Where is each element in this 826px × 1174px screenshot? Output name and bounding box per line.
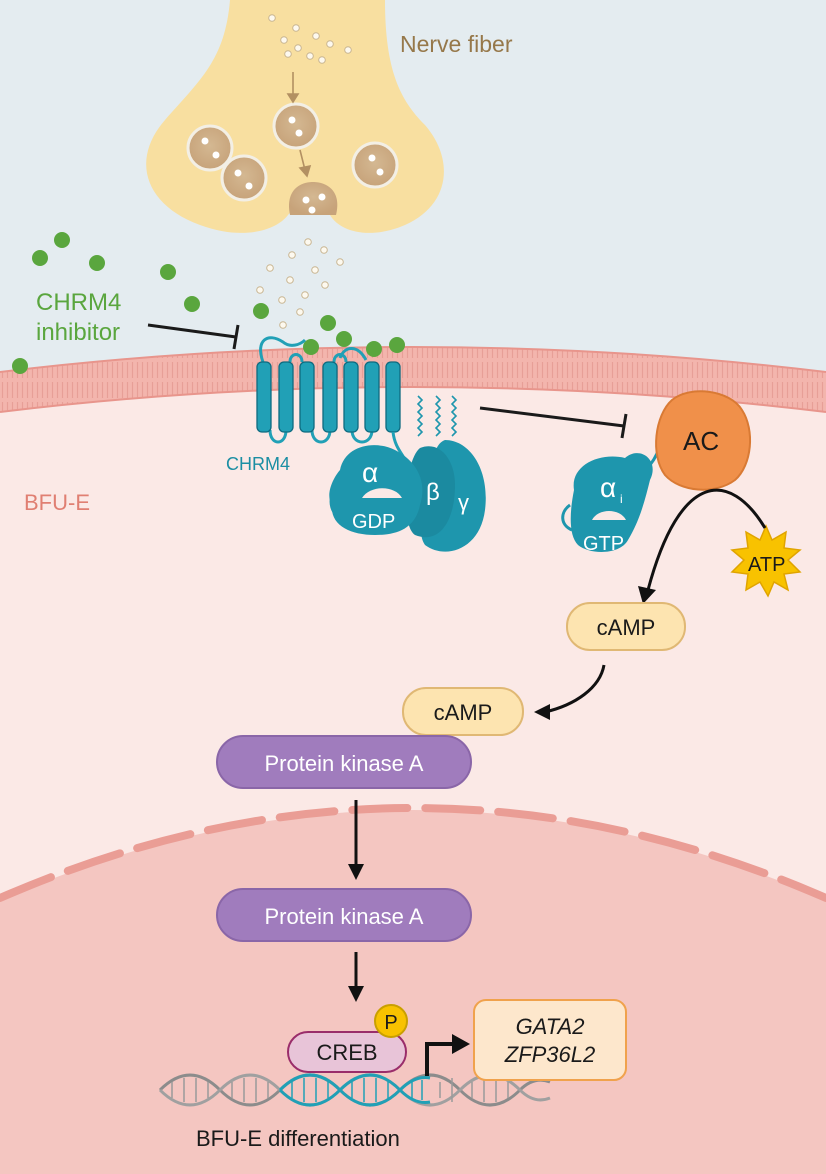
- inhibitor-arrow: [147, 323, 240, 350]
- synaptic-vesicles: [186, 102, 399, 215]
- target-genes-box: [473, 999, 627, 1081]
- chrm4-inhibitor-molecules: [12, 232, 405, 374]
- g-alpha-i-subscript: i: [620, 492, 623, 506]
- g-beta-subunit: [405, 446, 455, 538]
- g-beta-label: β: [426, 479, 440, 506]
- bfu-e-cell-label: BFU-E: [24, 490, 90, 515]
- g-alpha-label: α: [362, 457, 378, 488]
- membrane-lipids: [0, 347, 826, 412]
- atp-starburst: [730, 524, 802, 598]
- chrm4-receptor: [256, 336, 412, 471]
- adenylyl-cyclase: [655, 390, 752, 491]
- gtp-label: GTP: [583, 533, 624, 555]
- atp-to-camp-arrowhead: [638, 586, 656, 604]
- gdp-label: GDP: [352, 511, 395, 533]
- gi-inhibits-ac-arrow: [479, 406, 628, 439]
- nerve-fiber-label: Nerve fiber: [400, 31, 513, 57]
- gene-zfp36l2: ZFP36L2: [504, 1042, 596, 1067]
- pka-label-2: Protein kinase A: [265, 904, 424, 929]
- gprotein-lipid-anchors: [416, 395, 458, 437]
- g-gamma-label: γ: [458, 490, 469, 515]
- transcription-start-arrowhead: [452, 1034, 470, 1054]
- creb-label: CREB: [316, 1040, 377, 1065]
- chrm4-receptor-label: CHRM4: [226, 454, 290, 474]
- g-protein-heterotrimer: [329, 440, 486, 552]
- gene-gata2: GATA2: [516, 1014, 585, 1039]
- camp-pill-1: [566, 602, 686, 651]
- pka-pill-1: [216, 735, 472, 789]
- released-neurotransmitter: [256, 238, 344, 329]
- pka-label-1: Protein kinase A: [265, 751, 424, 776]
- chrm4-inhibitor-label-line2: inhibitor: [36, 319, 120, 346]
- chrm4-inhibitor-label-line1: CHRM4: [36, 289, 121, 316]
- camp-label-2: cAMP: [434, 700, 493, 725]
- g-alpha-i-label: α: [600, 472, 616, 503]
- atp-to-camp-arrow: [646, 488, 767, 591]
- phosphate-label: P: [384, 1012, 397, 1034]
- camp-to-pka-arrow: [544, 664, 606, 714]
- camp-pill-2: [402, 687, 524, 736]
- creb-pill: [287, 1031, 407, 1073]
- atp-label: ATP: [748, 554, 785, 576]
- outcome-label: BFU-E differentiation: [196, 1126, 400, 1151]
- pka-pill-2: [216, 888, 472, 942]
- transcription-start-arrow: [425, 1042, 456, 1076]
- neurotransmitter-in-terminal: [268, 14, 352, 64]
- ac-label: AC: [683, 426, 719, 456]
- membrane-outer-edge: [0, 346, 826, 373]
- pka-translocation-arrowhead: [348, 864, 364, 880]
- dna-helix: [158, 1073, 551, 1107]
- camp-to-pka-arrowhead: [534, 704, 550, 720]
- pka-to-creb-arrowhead: [348, 986, 364, 1002]
- nucleus: [0, 810, 826, 1174]
- vesicle-transport-arrows: [286, 72, 312, 178]
- camp-label-1: cAMP: [597, 615, 656, 640]
- phosphate-badge: [374, 1004, 408, 1038]
- nuclear-envelope: [0, 804, 826, 902]
